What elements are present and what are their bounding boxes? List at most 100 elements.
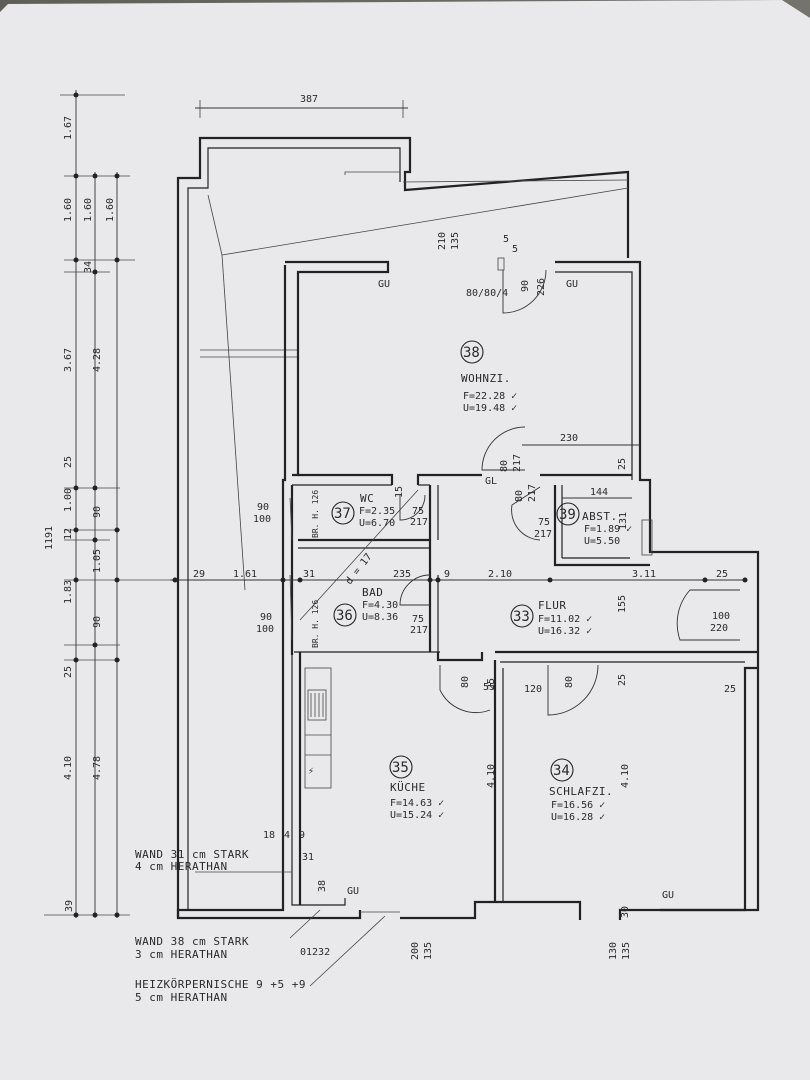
dim-label: 235 bbox=[393, 569, 411, 580]
room-area: F=14.63 ✓ bbox=[390, 798, 444, 809]
room-number: 36 bbox=[336, 608, 353, 624]
room-name: ABST. bbox=[582, 510, 618, 523]
dim-label: 75 bbox=[538, 517, 550, 528]
dim-label: 80 bbox=[514, 490, 525, 502]
dim-label: 80 bbox=[460, 676, 471, 688]
balcony-outline bbox=[176, 136, 630, 918]
dim-label: BR. H. 126 bbox=[311, 600, 320, 648]
dim-label: 39 bbox=[64, 900, 75, 912]
dim-label: 90 bbox=[92, 506, 103, 518]
dim-label: 5 bbox=[503, 234, 509, 245]
dim-label: 90 bbox=[257, 502, 269, 513]
dim-label: 217 bbox=[512, 454, 523, 472]
dim-label: 3.11 bbox=[632, 569, 656, 580]
note-wall31: WAND 31 cm STARK bbox=[135, 848, 249, 861]
gu-label: GU bbox=[347, 886, 359, 897]
room-number: 38 bbox=[463, 345, 480, 361]
room-name: SCHLAFZI. bbox=[549, 785, 613, 798]
dim-label: 4.10 bbox=[620, 764, 631, 788]
dim-label: 12 bbox=[63, 528, 74, 540]
dim-label: BR. H. 126 bbox=[311, 490, 320, 538]
dim-label: 4.10 bbox=[486, 764, 497, 788]
dim-label: 34 bbox=[83, 261, 94, 273]
room-perimeter: U=6.70 bbox=[359, 518, 395, 529]
dim-label: 9 bbox=[444, 569, 450, 580]
dim-label: 90 bbox=[520, 280, 531, 292]
dim-label: 31 bbox=[302, 852, 314, 863]
dim-top-width: 387 bbox=[300, 94, 318, 105]
room-flur: 33 FLUR F=11.02 ✓ U=16.32 ✓ bbox=[510, 599, 592, 637]
dim-label: 135 bbox=[621, 942, 632, 960]
dim-label: 210 bbox=[437, 232, 448, 250]
room-number: 33 bbox=[513, 609, 530, 625]
room-area: F=2.35 bbox=[359, 506, 395, 517]
outer-walls bbox=[176, 260, 760, 920]
dim-label: 1.60 bbox=[83, 198, 94, 222]
note-wall38: WAND 38 cm STARK bbox=[135, 935, 249, 948]
room-number: 37 bbox=[334, 506, 351, 522]
dim-label: 18 bbox=[263, 830, 275, 841]
room-area: F=4.30 bbox=[362, 600, 398, 611]
dim-label: 25 bbox=[63, 456, 74, 468]
dim-label: 80 bbox=[499, 460, 510, 472]
room-perimeter: U=16.28 ✓ bbox=[551, 812, 605, 823]
dim-label: 25 bbox=[617, 674, 628, 686]
dim-label: 2.10 bbox=[488, 569, 512, 580]
dim-label: 1.67 bbox=[63, 116, 74, 140]
room-perimeter: U=8.36 bbox=[362, 612, 398, 623]
dim-label: 25 bbox=[724, 684, 736, 695]
dim-label: 135 bbox=[423, 942, 434, 960]
room-number: 34 bbox=[553, 763, 570, 779]
note-wall31-b: 4 cm HERATHAN bbox=[135, 860, 228, 873]
dim-label: 1.60 bbox=[105, 198, 116, 222]
dim-label: 5 bbox=[512, 244, 518, 255]
room-area: F=16.56 ✓ bbox=[551, 800, 605, 811]
dim-label: 217 bbox=[534, 529, 552, 540]
room-perimeter: U=5.50 bbox=[584, 536, 620, 547]
dim-label: 1.83 bbox=[63, 580, 74, 604]
room-perimeter: U=16.32 ✓ bbox=[538, 626, 592, 637]
top-dimension: 387 bbox=[195, 94, 408, 118]
room-area: F=1.89 ✓ bbox=[584, 524, 632, 535]
note-niche-b: 5 cm HERATHAN bbox=[135, 991, 228, 1004]
room-wohnzi: 38 WOHNZI. F=22.28 ✓ U=19.48 ✓ bbox=[460, 340, 517, 414]
dim-label: 38 bbox=[317, 880, 328, 892]
dim-label: 75 bbox=[412, 614, 424, 625]
dim-label: 220 bbox=[710, 623, 728, 634]
dim-label: 25 bbox=[716, 569, 728, 580]
room-name: WC bbox=[360, 492, 374, 505]
dim-label: 3.67 bbox=[63, 348, 74, 372]
windows bbox=[289, 257, 505, 913]
dim-label: 217 bbox=[410, 517, 428, 528]
dim-label: 217 bbox=[527, 484, 538, 502]
kitchen-fixtures: ⚡ bbox=[304, 519, 653, 789]
dim-label: 131 bbox=[618, 512, 629, 530]
interior-walls bbox=[290, 473, 758, 905]
dim-label: 130 bbox=[608, 942, 619, 960]
dim-label: 217 bbox=[410, 625, 428, 636]
room-schlafzi: 34 SCHLAFZI. F=16.56 ✓ U=16.28 ✓ bbox=[549, 758, 613, 823]
dim-label: 9 bbox=[299, 830, 305, 841]
dim-label: 100 bbox=[253, 514, 271, 525]
room-name: FLUR bbox=[538, 599, 567, 612]
dim-label: 75 bbox=[412, 506, 424, 517]
dim-label: 1.60 bbox=[63, 198, 74, 222]
room-perimeter: U=15.24 ✓ bbox=[390, 810, 444, 821]
note-wall38-b: 3 cm HERATHAN bbox=[135, 948, 228, 961]
dim-label: 135 bbox=[450, 232, 461, 250]
room-kueche: 35 KÜCHE F=14.63 ✓ U=15.24 ✓ bbox=[389, 755, 444, 821]
dim-label: 200 bbox=[410, 942, 421, 960]
dim-wohnzi-width: 230 bbox=[560, 433, 578, 444]
room-name: KÜCHE bbox=[390, 781, 426, 794]
dim-label: 80 bbox=[564, 676, 575, 688]
dim-label: 155 bbox=[617, 595, 628, 613]
gu-label: GU bbox=[378, 279, 390, 290]
horizontal-dimension-row: 29 1.61 31 235 9 2.10 3.11 25 bbox=[170, 569, 748, 583]
dim-label: 25 bbox=[486, 678, 497, 690]
dim-overall-left: 1191 bbox=[44, 526, 55, 550]
dim-label: 30 bbox=[620, 906, 631, 918]
dim-label: 1.05 bbox=[92, 549, 103, 573]
dim-label: 100 bbox=[712, 611, 730, 622]
dim-label: 25 bbox=[63, 666, 74, 678]
